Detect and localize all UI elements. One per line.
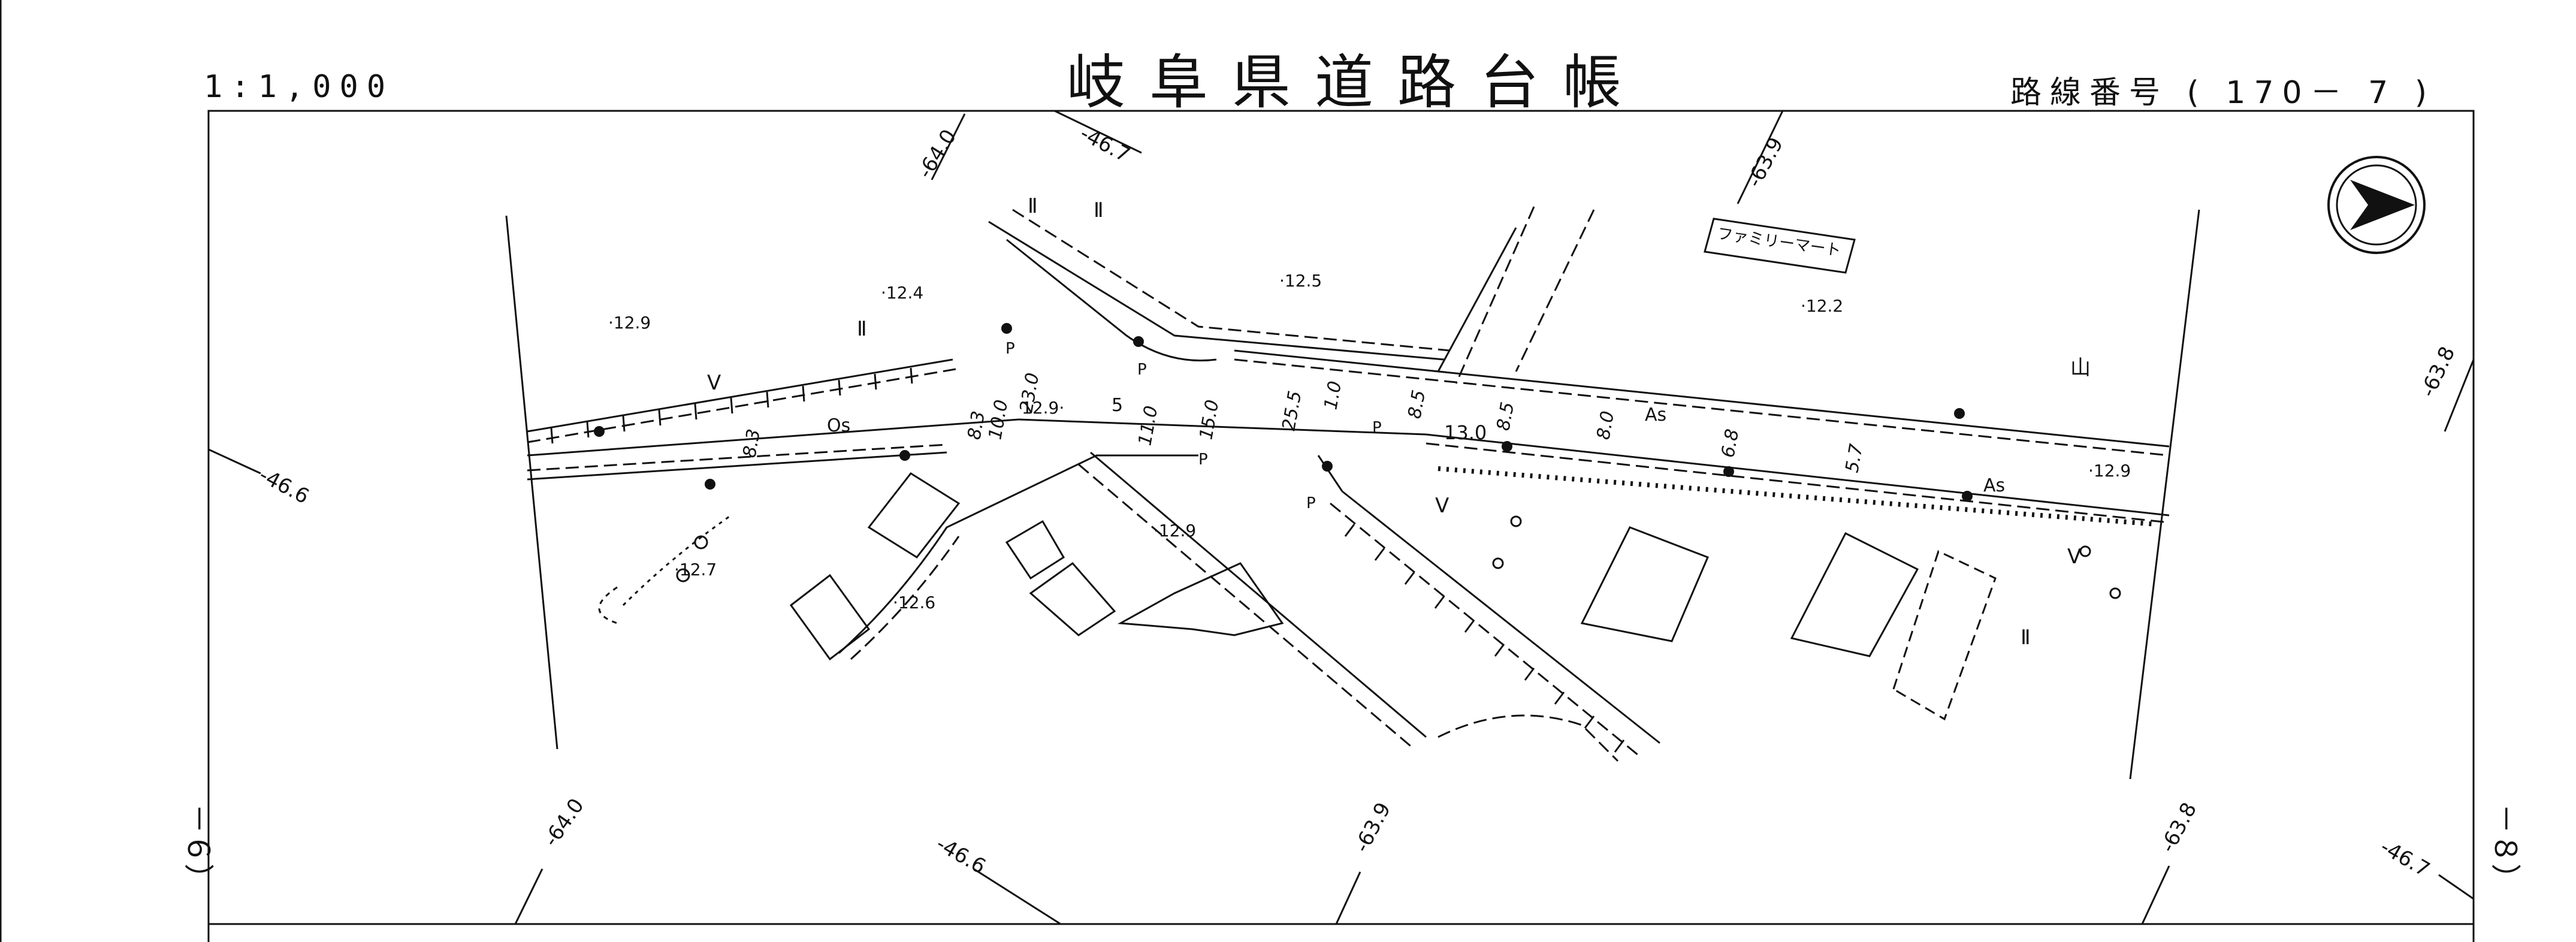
route-number: 路線番号 ( 170－ 7 ) [2010,67,2435,112]
grid-label-top-4: -63.8 [2416,343,2460,401]
symbol-mountain: 山 [2070,356,2091,380]
symbol-field-4: V [2067,545,2081,569]
route-label: 路線番号 [2010,75,2169,111]
surface-label-as-2: As [1983,475,2005,496]
width-label-8: 1.0 [1320,379,1346,411]
grid-label-bottom-1: -64.0 [539,794,589,851]
facility-p-1: P [1005,340,1015,358]
surface-label-5: 5 [1112,395,1123,416]
surface-label-as-1: As [1645,404,1666,425]
facility-p-4: P [1372,419,1382,437]
elevation-label-1: ·12.9 [608,313,651,333]
symbol-field-2: V [1435,494,1449,518]
symbol-field-3: V [707,371,721,395]
width-label-1: 8.3 [739,427,765,459]
grid-label-bottom-5: -46.7 [2376,835,2434,882]
elevation-label-4: ·12.2 [1801,296,1843,316]
width-label-6: 15.0 [1195,398,1223,442]
facility-p-5: P [1306,494,1316,512]
grid-label-bottom-3: -63.9 [1350,799,1396,856]
scale-label: 1:1,000 [204,69,394,105]
elevation-label-8: 12.9· [1022,398,1064,418]
grid-label-bottom-2: -46.6 [932,832,990,879]
route-close: ) [2414,75,2436,111]
width-label-3: 10.0 [985,398,1012,442]
width-label-9: 8.5 [1404,388,1430,420]
width-label-7: 25.5 [1278,390,1306,433]
grid-label-left-1: -46.6 [255,463,313,509]
side-label-left: －６） [181,804,216,893]
elevation-label-6: ·12.6 [893,593,935,612]
width-label-11: 8.0 [1593,409,1618,441]
route-number-value: 170－ [2225,75,2350,111]
grid-label-top-1: -64.0 [913,125,962,183]
symbol-field-1: Ⅱ [2021,626,2031,650]
grid-label-bottom-4: -63.8 [2156,799,2202,856]
elevation-label-3: ·12.5 [1279,271,1322,291]
elevation-label-7: ·12.9 [1153,521,1196,541]
elevation-label-2: ·12.4 [881,283,923,303]
page-title: 岐阜県道路台帳 [1067,49,1646,117]
symbol-field-6: Ⅱ [857,317,867,341]
width-label-13: 5.7 [1841,442,1867,474]
width-label-12: 6.8 [1717,427,1743,459]
width-label-10: 8.5 [1493,400,1518,432]
route-sub-value: 7 [2368,75,2397,111]
width-label-2: 8.3 [964,409,989,441]
route-open: ( [2187,75,2207,111]
elevation-label-5: ·12.7 [674,560,717,579]
symbol-field-7: Ⅱ [1028,194,1038,218]
north-arrow-icon [2327,156,2426,254]
width-label-14: 13.0 [1444,421,1487,444]
grid-label-top-2: -46.7 [1076,122,1134,168]
elevation-label-9: ·12.9 [2088,461,2131,481]
facility-p-2: P [1137,361,1147,379]
facility-p-3: P [1198,451,1208,469]
store-name-label: ファミリーマート [1716,225,1842,260]
surface-label-os: Os [827,415,850,436]
grid-label-top-3: -63.9 [1743,134,1789,191]
map-frame [207,110,2475,942]
side-label-right: －８） [2488,804,2523,893]
symbol-field-5: Ⅱ [1094,198,1104,222]
width-label-5: 11.0 [1134,404,1162,448]
